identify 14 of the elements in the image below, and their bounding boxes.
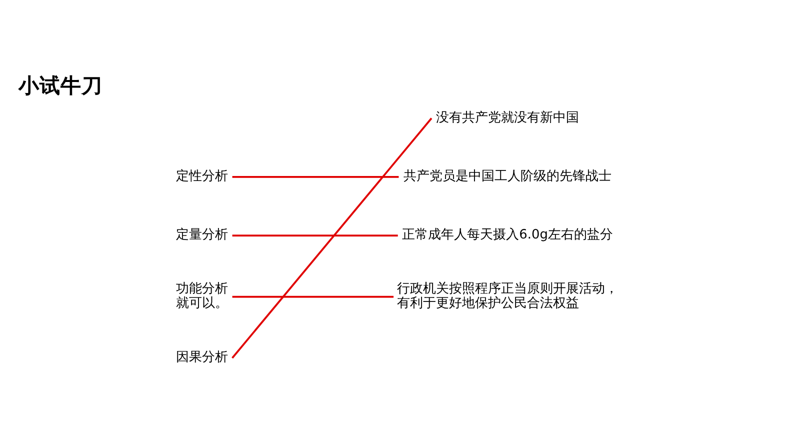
node-text: 行政机关按照程序正当原则开展活动，有利于更好地保护公民合法权益 (397, 281, 618, 312)
node-text: 因果分析 (176, 350, 228, 366)
node-label: 就可以。 (176, 296, 228, 312)
node-text: 正常成年人每天摄入6.0g左右的盐分 (402, 228, 613, 243)
connector (232, 296, 394, 298)
connector (232, 118, 432, 359)
connector (232, 176, 399, 178)
diagram-title: 小试牛刀 (18, 74, 102, 98)
node-text: 没有共产党就没有新中国 (436, 110, 579, 126)
node-text: 共产党员是中国工人阶级的先锋战士 (403, 168, 612, 184)
connector (232, 234, 398, 237)
node-text: 定性分析 (176, 168, 228, 184)
node-text: 定量分析 (176, 228, 228, 243)
node-text: 功能分析 (176, 281, 228, 296)
